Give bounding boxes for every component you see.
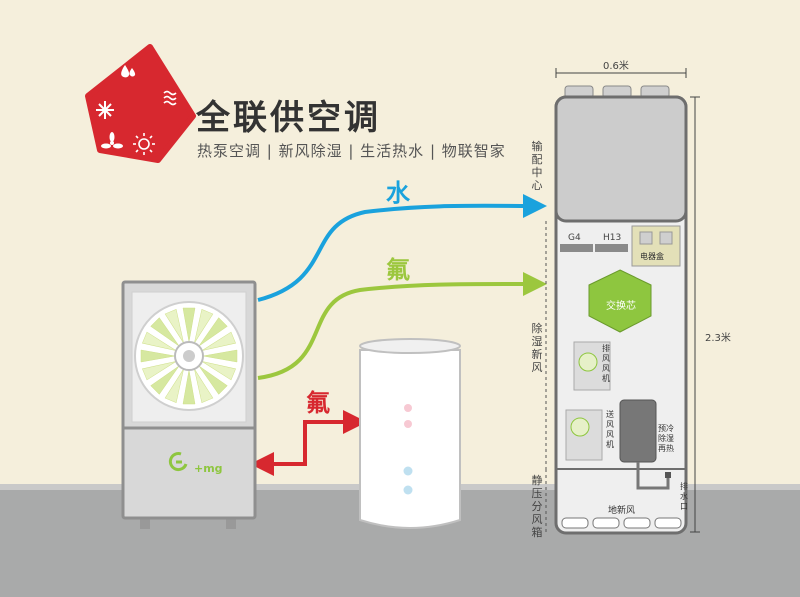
outdoor-unit [121,280,257,529]
water-flow-arrow [257,193,547,302]
fan-blade [142,361,177,381]
fluorine-label-lower: 氟 [306,389,330,417]
brand-subtitle: 热泵空调 | 新风除湿 | 生活热水 | 物联智家 [197,142,506,160]
brand-mark-icon [168,452,188,471]
fan-blade [194,368,214,403]
sun-icon [133,133,155,155]
fan-blade [140,349,176,363]
tank-port-pink-1 [404,404,412,412]
fan-blade [182,307,196,343]
zone-static-box-label: 静压分风箱 [531,474,543,539]
precool-coil [619,399,657,463]
tank-port-pink-2 [404,420,412,428]
water-drop-icon [121,65,136,78]
precool-reheat-label: 预冷除湿再热 [658,424,674,453]
electric-box-label: 电器盒 [640,252,664,261]
fan-blades [140,307,238,405]
fan-icon [101,132,123,149]
distribution-center-box [554,95,688,223]
fan-blade [198,317,228,347]
floor-vent-label: 地新风 [608,506,636,516]
fan-blade [201,361,236,381]
zone-distribution-label: 输配中心 [531,140,543,192]
fan-blade [150,317,180,347]
snowflake-icon [96,101,114,119]
exchange-core-label: 交换芯 [606,301,636,312]
fan-blade [164,368,184,403]
top-outlets [564,85,670,99]
fluorine-label-upper: 氟 [386,256,410,284]
fan-blade [150,365,180,395]
outdoor-logo-text: +mg [194,462,223,475]
fan-blade [182,369,196,405]
tower-width-label: 0.6米 [603,61,629,72]
filter-h13-label: H13 [603,233,622,243]
fan-blade [194,309,214,344]
filter-g4-label: G4 [568,233,581,243]
exhaust-fan-label: 排风风机 [602,344,610,383]
zone-fresh-air-label: 除湿新风 [531,322,543,374]
brand-title: 全联供空调 [196,98,381,138]
water-tank [359,338,461,529]
wave-icon [163,90,177,106]
drain-pipe [636,462,670,490]
fluorine-flow-arrow-upper [257,271,547,380]
tower-height-label: 2.3米 [705,333,731,344]
tank-port-blue-1 [403,466,413,476]
fan-blade [198,365,228,395]
fluorine-flow-arrow-lower [250,410,367,476]
supply-fan-label: 送风风机 [606,410,614,449]
fan-blade [164,309,184,344]
water-label: 水 [386,179,410,207]
bottom-vents [561,517,682,529]
exchange-core-hexagon [588,269,652,333]
brand-logo [85,44,196,163]
drain-label: 排水口 [680,482,688,511]
tank-port-blue-2 [403,485,413,495]
fan-blade [202,349,238,363]
tower-unit [545,68,700,535]
fan-blade [201,331,236,351]
fan-blade [142,331,177,351]
